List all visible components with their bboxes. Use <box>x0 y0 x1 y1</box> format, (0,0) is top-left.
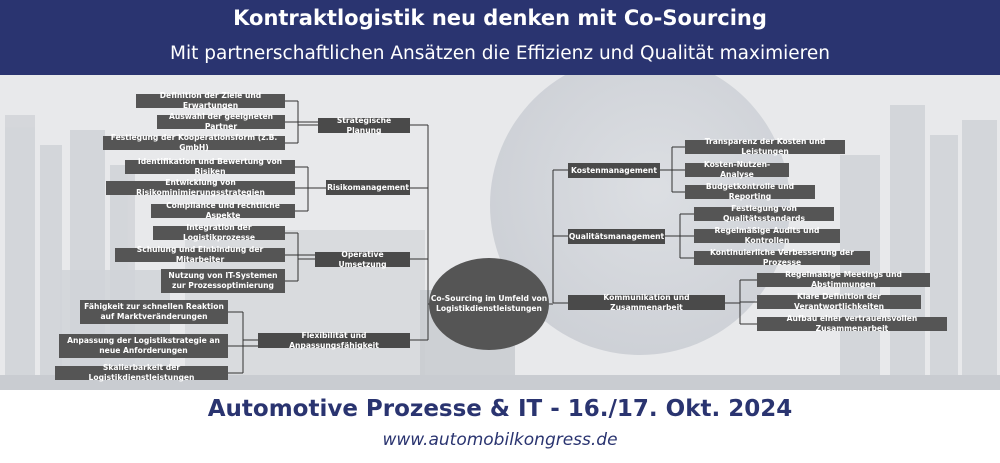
item-budgetkontrolle: Budgetkontrolle und Reporting <box>685 182 815 201</box>
category-strategische-planung: Strategische Planung <box>318 116 410 135</box>
footer: Automotive Prozesse & IT - 16./17. Okt. … <box>0 390 1000 463</box>
event-url[interactable]: www.automobilkongress.de <box>382 430 618 450</box>
event-title: Automotive Prozesse & IT - 16./17. Okt. … <box>207 396 793 422</box>
category-qualitaetsmanagement: Qualitätsmanagement <box>568 229 665 244</box>
item-qualitaetsstandards: Festlegung von Qualitätsstandards <box>694 204 834 223</box>
banner-title: Kontraktlogistik neu denken mit Co-Sourc… <box>233 6 767 30</box>
category-operative-umsetzung: Operative Umsetzung <box>315 250 410 269</box>
item-skalierbarkeit: Skalierbarkeit der Logistikdienstleistun… <box>55 363 228 382</box>
category-kostenmanagement: Kostenmanagement <box>568 163 660 178</box>
item-definition-ziele: Definition der Ziele und Erwartungen <box>136 91 285 110</box>
center-node: Co-Sourcing im Umfeld von Logistikdienst… <box>429 258 549 350</box>
item-meetings: Regelmäßige Meetings und Abstimmungen <box>757 270 930 289</box>
item-kosten-nutzen: Kosten-Nutzen-Analyse <box>685 160 789 179</box>
item-verantwortlichkeiten: Klare Definition der Verantwortlichkeite… <box>757 292 921 311</box>
category-risikomanagement: Risikomanagement <box>326 180 410 195</box>
item-vertrauensvolle-zusammenarbeit: Aufbau einer vertrauensvollen Zusammenar… <box>757 314 947 333</box>
road <box>0 375 1000 390</box>
category-kommunikation: Kommunikation und Zusammenarbeit <box>568 293 725 312</box>
item-compliance: Compliance und rechtliche Aspekte <box>151 201 295 220</box>
item-audits: Regelmäßige Audits und Kontrollen <box>694 226 840 245</box>
item-anpassung-strategie: Anpassung der Logistikstrategie an neue … <box>59 334 228 358</box>
item-risikominimierung: Entwicklung von Risikominimierungsstrate… <box>106 178 295 197</box>
item-festlegung-kooperationsform: Festlegung der Kooperationsform (z.B. Gm… <box>103 133 285 152</box>
category-flexibilitaet: Flexibilität und Anpassungsfähigkeit <box>258 331 410 350</box>
connector-lines <box>228 100 757 374</box>
item-kontinuierliche-verbesserung: Kontinuierliche Verbesserung der Prozess… <box>694 248 870 267</box>
mindmap-diagram: Strategische Planung Risikomanagement Op… <box>0 75 1000 390</box>
item-it-systeme: Nutzung von IT-Systemen zur Prozessoptim… <box>161 269 285 293</box>
skyline-right <box>840 105 997 390</box>
item-auswahl-partner: Auswahl der geeigneten Partner <box>157 112 285 131</box>
item-integration-logistik: Integration der Logistikprozesse <box>153 223 285 242</box>
item-schnelle-reaktion: Fähigkeit zur schnellen Reaktion auf Mar… <box>80 300 228 324</box>
item-transparenz-kosten: Transparenz der Kosten und Leistungen <box>685 137 845 156</box>
item-identifikation-risiken: Identifikation und Bewertung von Risiken <box>125 157 295 176</box>
item-schulung-mitarbeiter: Schulung und Einbindung der Mitarbeiter <box>115 245 285 264</box>
header-banner: Kontraktlogistik neu denken mit Co-Sourc… <box>0 0 1000 75</box>
banner-subtitle: Mit partnerschaftlichen Ansätzen die Eff… <box>170 43 830 64</box>
